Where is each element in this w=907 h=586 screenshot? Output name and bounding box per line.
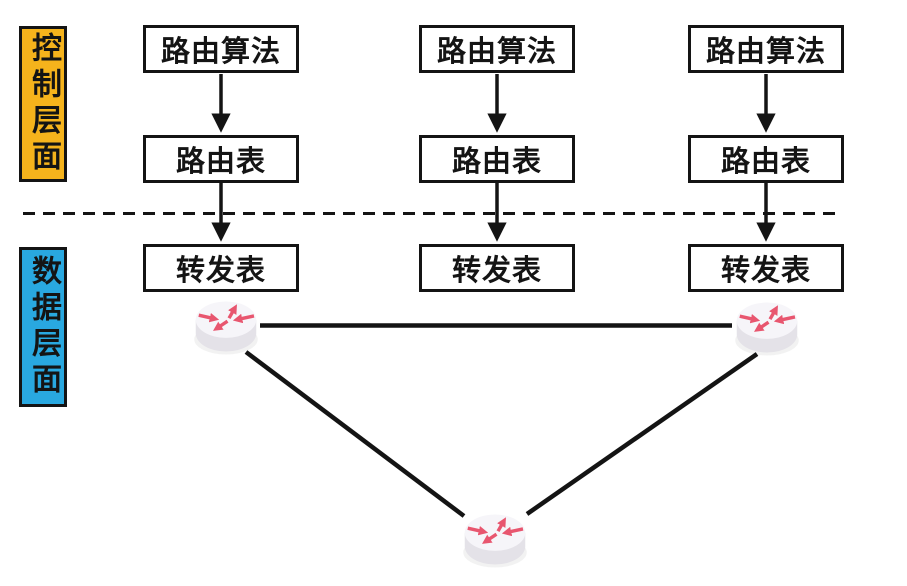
forwarding-table-box: 转发表 (143, 244, 299, 292)
forwarding-table-box: 转发表 (688, 244, 844, 292)
router-icon (194, 302, 258, 355)
data-plane-label: 数据层面 (19, 247, 67, 407)
routing-algorithm-box: 路由算法 (419, 25, 575, 73)
forwarding-table-box: 转发表 (419, 244, 575, 292)
routing-table-box: 路由表 (143, 135, 299, 183)
control-plane-label: 控制层面 (19, 26, 67, 182)
router-link (244, 350, 466, 518)
router-link (525, 352, 759, 516)
routing-algorithm-box: 路由算法 (143, 25, 299, 73)
routing-table-box: 路由表 (688, 135, 844, 183)
routing-table-box: 路由表 (419, 135, 575, 183)
routing-algorithm-box: 路由算法 (688, 25, 844, 73)
router-icon (463, 515, 527, 568)
router-icon (735, 303, 799, 356)
